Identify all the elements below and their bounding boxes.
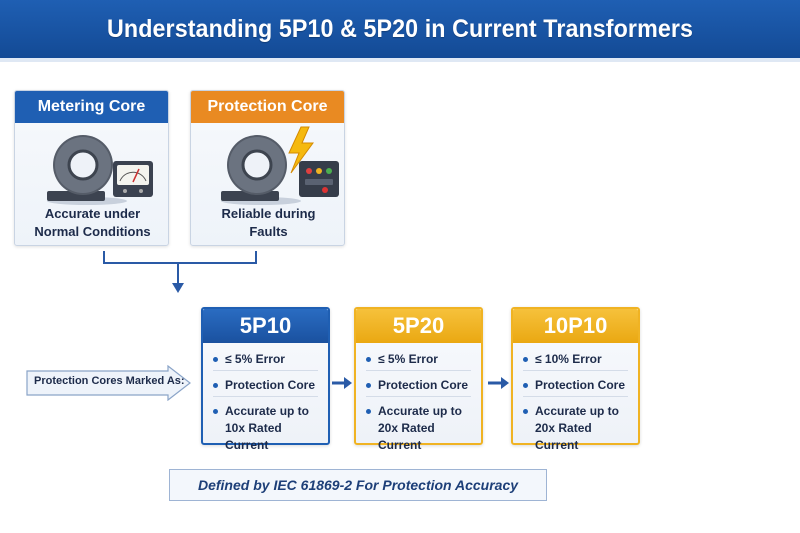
protection-core-header: Protection Core [191, 91, 344, 123]
marked-as-arrow: Protection Cores Marked As: [26, 364, 191, 402]
protection-caption-line2: Faults [249, 224, 288, 239]
class-5p20-title: 5P20 [356, 309, 481, 343]
metering-caption-line2: Normal Conditions [34, 224, 151, 239]
class-card-5p20: 5P20 ≤ 5% Error Protection Core Accurate… [354, 307, 483, 452]
protection-caption-line1: Reliable during [221, 206, 316, 221]
iec-standard-note: Defined by IEC 61869-2 For Protection Ac… [169, 469, 547, 501]
title-banner: Understanding 5P10 & 5P20 in Current Tra… [0, 0, 800, 62]
metering-core-header: Metering Core [15, 91, 168, 123]
marked-arrow-shape [26, 364, 191, 402]
class-card-10p10: 10P10 ≤ 10% Error Protection Core Accura… [511, 307, 640, 452]
class-5p20-core: Protection Core [366, 377, 481, 394]
class-5p20-error: ≤ 5% Error [366, 351, 481, 368]
class-10p10-core: Protection Core [523, 377, 638, 394]
protection-core-card: Protection Core Reliable during Faults [190, 90, 345, 246]
class-card-5p10: 5P10 ≤ 5% Error Protection Core Accurate… [201, 307, 330, 452]
class-10p10-error: ≤ 10% Error [523, 351, 638, 368]
class-5p10-error: ≤ 5% Error [213, 351, 328, 368]
metering-core-caption: Accurate under Normal Conditions [15, 205, 170, 241]
class-5p10-list: ≤ 5% Error Protection Core Accurate up t… [203, 343, 328, 454]
metering-ct-meter-icon [47, 135, 153, 205]
metering-caption-line1: Accurate under [44, 206, 141, 221]
arrow-5p10-5p20-head [344, 377, 352, 389]
arrow-5p20-10p10-head [501, 377, 509, 389]
protection-core-caption: Reliable during Faults [191, 205, 346, 241]
class-5p10-core: Protection Core [213, 377, 328, 394]
class-10p10-title: 10P10 [513, 309, 638, 343]
page-title: Understanding 5P10 & 5P20 in Current Tra… [107, 14, 693, 43]
class-5p20-list: ≤ 5% Error Protection Core Accurate up t… [356, 343, 481, 454]
core-bracket [103, 251, 257, 264]
lightning-icon [288, 126, 314, 174]
protection-ct-relay-icon [221, 126, 339, 205]
metering-core-card: Metering Core Accurate under Normal Cond… [14, 90, 169, 246]
class-10p10-list: ≤ 10% Error Protection Core Accurate up … [513, 343, 638, 454]
marked-as-label: Protection Cores Marked As: [34, 375, 185, 387]
class-5p10-title: 5P10 [203, 309, 328, 343]
bracket-arrow-head [172, 283, 184, 293]
